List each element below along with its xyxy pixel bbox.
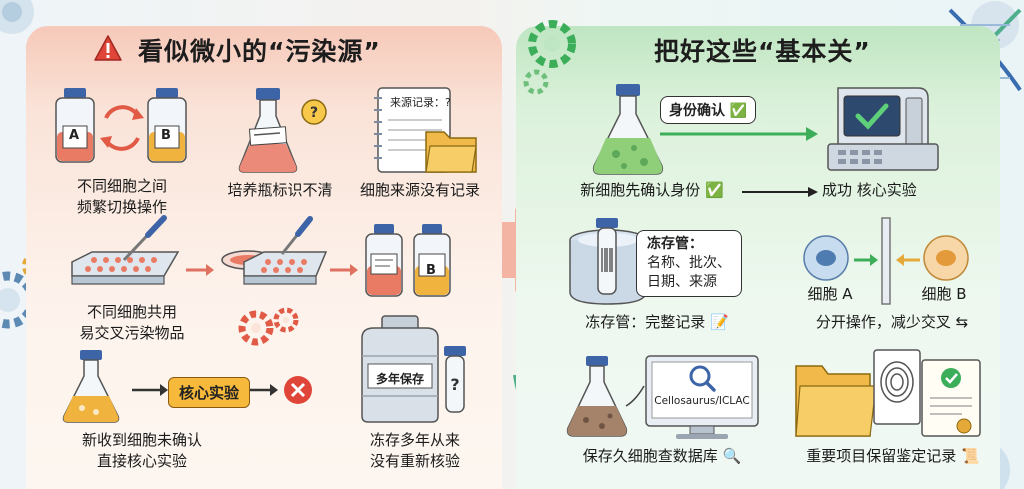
cell-a-icon [803,235,849,281]
shared-equipment-illustration [71,215,451,297]
cryo-vial-icon [596,218,618,295]
item-label: 不同细胞之间 频繁切换操作 [52,176,192,218]
bubble-line: 名称、批次、 [647,255,731,271]
gear-icon [523,20,576,95]
bottle-b-icon [147,88,187,163]
bottle-b-label: B [426,263,436,278]
item-label: 培养瓶标识不清 [227,181,333,199]
arrow-right-icon [742,187,818,197]
database-screen-text: Cellosaurus/ICLAC [654,395,750,407]
label-line: 直接核心实验 [96,452,187,470]
well-plate-icon [71,251,180,285]
switch-arrows-icon [104,105,140,151]
analyzer-machine-illustration [827,87,939,171]
pipette-icon [280,216,313,255]
folder-icon [425,131,477,173]
bottle-icon [365,224,403,297]
fingerprint-icon [873,349,921,425]
arrow-right-icon [854,254,878,266]
records-label: 重要项目保留鉴定记录 📜 [806,447,980,465]
bottle-switch-illustration [55,88,187,163]
cell-separation-illustration [803,217,969,305]
core-experiment-box: 核心实验 [168,377,251,408]
item-label: 新收到细胞未确认 直接核心实验 [52,430,232,472]
reject-x-icon [284,376,312,404]
question-icon [301,99,327,125]
separate-label: 分开操作，减少交叉 ⇆ [815,313,969,331]
arrow-right-icon [660,127,818,141]
label-line: 不同细胞共用 [86,303,177,321]
flask-icon [62,350,120,423]
success-label: 成功 核心实验 [822,181,917,199]
item-label: 细胞来源没有记录 [359,181,480,199]
database-lookup-illustration [566,355,759,439]
arrow-left-icon [896,254,920,266]
cell-b-icon [923,235,969,281]
arrow-right-icon [186,264,214,276]
flask-unclear-label-illustration: ? [238,88,327,173]
label-line: 没有重新核验 [369,452,460,470]
pipette-icon [122,215,167,262]
folder-icon [795,365,877,437]
tank-label: 多年保存 [375,372,424,386]
arrow-right-icon [132,384,168,396]
right-title: 把好这些“基本关” [654,37,871,66]
label-line: 新收到细胞未确认 [81,431,202,449]
check-icon [855,103,889,130]
cryo-vial-icon: ? [444,346,466,413]
computer-monitor-icon [645,355,759,439]
flask-icon [566,356,628,437]
left-title: 看似微小的“污染源” [138,37,381,66]
svg-text:?: ? [450,375,459,394]
gears-icon [238,307,299,346]
bottle-b-label: B [161,128,171,143]
arrow-right-icon [330,264,358,276]
label-line: 冻存多年从来 [369,431,460,449]
unverified-flow-illustration [62,350,312,423]
cryo-tank-icon [361,315,439,423]
database-label: 保存久细胞查数据库 🔍 [582,447,742,465]
identification-records-illustration [795,349,981,437]
arrow-right-icon [248,384,278,396]
cryo-label: 冻存管：完整记录 📝 [585,313,729,331]
bubble-line: 日期、来源 [647,274,717,290]
notebook-folder-illustration [374,87,477,173]
cryo-bubble: 冻存管： 名称、批次、 日期、来源 [636,230,742,297]
magnifier-icon [689,365,716,392]
notebook-text: 来源记录：? [390,96,451,109]
divider-barrier-icon [881,217,891,305]
identity-bubble: 身份确认 ✅ [660,96,757,124]
svg-text:?: ? [310,105,318,121]
well-plate-icon [243,251,328,285]
warning-icon [94,35,122,61]
bottle-a-icon [55,88,95,163]
green-flask-illustration [592,84,664,175]
label-line: 频繁切换操作 [76,198,167,216]
new-cell-label: 新细胞先确认身份 ✅ [580,181,724,199]
label-line: 易交叉污染物品 [79,324,185,342]
certificate-icon [921,359,981,437]
cell-b-label: 细胞 B [921,285,967,303]
cryo-container-illustration [569,218,647,305]
bottle-a-label: A [68,128,80,143]
bottle-b-icon [413,224,451,297]
cell-a-label: 细胞 A [807,285,853,303]
bubble-line: 冻存管： [647,236,703,252]
item-label: 冻存多年从来 没有重新核验 [340,430,490,472]
cryo-tank-illustration: ? [361,315,466,423]
item-label: 不同细胞共用 易交叉污染物品 [52,302,212,344]
label-line: 不同细胞之间 [76,177,167,195]
